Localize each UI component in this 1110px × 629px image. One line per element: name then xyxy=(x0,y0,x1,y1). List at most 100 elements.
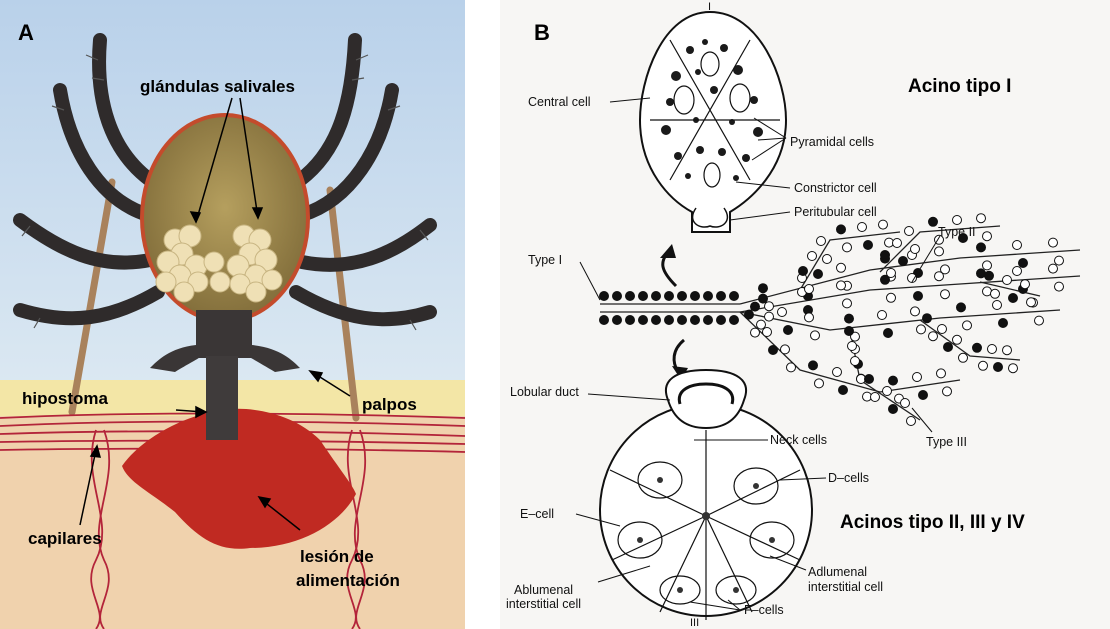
acinus-bud xyxy=(887,269,896,278)
acinus-bud xyxy=(973,343,982,352)
label-adlumenal-line2: interstitial cell xyxy=(808,580,883,594)
acinus-bud xyxy=(865,375,874,384)
label-peritubular-cell: Peritubular cell xyxy=(794,205,877,219)
acinus-bud xyxy=(985,271,994,280)
acinus-bud xyxy=(1019,259,1028,268)
acinus-bud xyxy=(943,387,952,396)
acinus-bud xyxy=(811,331,820,340)
acinus-bud xyxy=(745,310,754,319)
acinus-bud xyxy=(759,284,768,293)
acinus-bud xyxy=(889,405,898,414)
acinus-bud xyxy=(914,292,923,301)
label-central-cell: Central cell xyxy=(528,95,591,109)
type-i-bud xyxy=(703,315,713,325)
acinus-bud xyxy=(837,281,846,290)
acinus-bud xyxy=(959,353,968,362)
label-capillaries: capilares xyxy=(28,529,102,548)
acinus-bud xyxy=(881,251,890,260)
label-type-ii: Type II xyxy=(938,225,976,239)
acinus-bud xyxy=(848,342,857,351)
acinus-bud xyxy=(884,329,893,338)
label-type-iii: Type III xyxy=(926,435,967,449)
acinus-bud xyxy=(1009,364,1018,373)
acinus-bud xyxy=(938,325,947,334)
acinus-bud xyxy=(759,294,768,303)
acinus-bud xyxy=(919,391,928,400)
acinus-bud xyxy=(864,241,873,250)
acinus-bud xyxy=(917,325,926,334)
type-i-bud xyxy=(625,315,635,325)
label-palps: palpos xyxy=(362,395,417,414)
acinus-bud xyxy=(814,270,823,279)
type-i-bud xyxy=(677,291,687,301)
label-feeding-lesion-line1: lesión de xyxy=(300,547,374,566)
acinus-bud xyxy=(983,232,992,241)
acinus-bud xyxy=(799,267,808,276)
type-i-bud xyxy=(716,291,726,301)
acinus-bud xyxy=(765,312,774,321)
title-acinos-tipo-ii-iii-iv: Acinos tipo II, III y IV xyxy=(840,512,1025,533)
acinus-bud xyxy=(843,243,852,252)
label-d-cells: D–cells xyxy=(828,471,869,485)
acinus-bud xyxy=(944,343,953,352)
label-salivary-glands: glándulas salivales xyxy=(140,77,295,96)
acinus-bud xyxy=(817,237,826,246)
acinus-bud xyxy=(953,335,962,344)
acinus-bud xyxy=(751,328,760,337)
acinus-bud xyxy=(769,346,778,355)
acinus-bud xyxy=(923,314,932,323)
label-hypostome: hipostoma xyxy=(22,389,108,408)
title-acino-tipo-i: Acino tipo I xyxy=(908,76,1011,97)
acinus-bud xyxy=(765,302,774,311)
tick-capitulum xyxy=(196,310,252,358)
type-i-bud xyxy=(677,315,687,325)
acinus-bud xyxy=(977,243,986,252)
acinus-bud xyxy=(957,303,966,312)
type-i-bud xyxy=(651,315,661,325)
type-i-bud xyxy=(690,315,700,325)
top-acinus-roman: I xyxy=(708,1,711,13)
type-i-bud xyxy=(716,315,726,325)
label-neck-cells: Neck cells xyxy=(770,433,827,447)
label-e-cell: E–cell xyxy=(520,507,554,521)
acinus-bud xyxy=(858,223,867,232)
acinus-bud xyxy=(929,332,938,341)
label-constrictor-cell: Constrictor cell xyxy=(794,181,877,195)
acinus-bud xyxy=(911,307,920,316)
type-i-bud xyxy=(638,291,648,301)
acinus-bud xyxy=(751,302,760,311)
type-i-bud xyxy=(612,315,622,325)
acinus-bud xyxy=(1055,282,1064,291)
acinus-bud xyxy=(778,308,787,317)
type-i-bud xyxy=(690,291,700,301)
acinus-bud xyxy=(851,357,860,366)
acinus-bud xyxy=(1021,280,1030,289)
hypostome xyxy=(206,356,238,440)
type-i-bud xyxy=(703,291,713,301)
acinus-bud xyxy=(991,289,1000,298)
acinus-bud xyxy=(941,290,950,299)
label-ablumenal-line2: interstitial cell xyxy=(506,597,581,611)
acinus-bud xyxy=(889,376,898,385)
acinus-bud xyxy=(883,387,892,396)
acinus-bud xyxy=(871,393,880,402)
acinus-bud xyxy=(1009,294,1018,303)
acinus-bud xyxy=(815,379,824,388)
acinus-bud xyxy=(784,326,793,335)
acinus-bud xyxy=(901,399,910,408)
panel-a-tick-illustration: A glándulas salivales hipostoma palpos c… xyxy=(0,0,465,629)
acinus-bud xyxy=(893,239,902,248)
acinus-bud xyxy=(911,245,920,254)
panel-b-salivary-acini: B I Acino tipo I Central cell Pyramidal … xyxy=(500,0,1110,629)
acinus-bud xyxy=(994,363,1003,372)
type-i-bud xyxy=(638,315,648,325)
acinus-bud xyxy=(1049,264,1058,273)
acinus-bud xyxy=(977,214,986,223)
acinus-bud xyxy=(963,321,972,330)
acinus-bud xyxy=(979,361,988,370)
acinus-bud xyxy=(937,369,946,378)
acinus-bud xyxy=(1055,256,1064,265)
acinus-bud xyxy=(1013,267,1022,276)
acinus-bud xyxy=(999,319,1008,328)
acinus-bud xyxy=(935,272,944,281)
